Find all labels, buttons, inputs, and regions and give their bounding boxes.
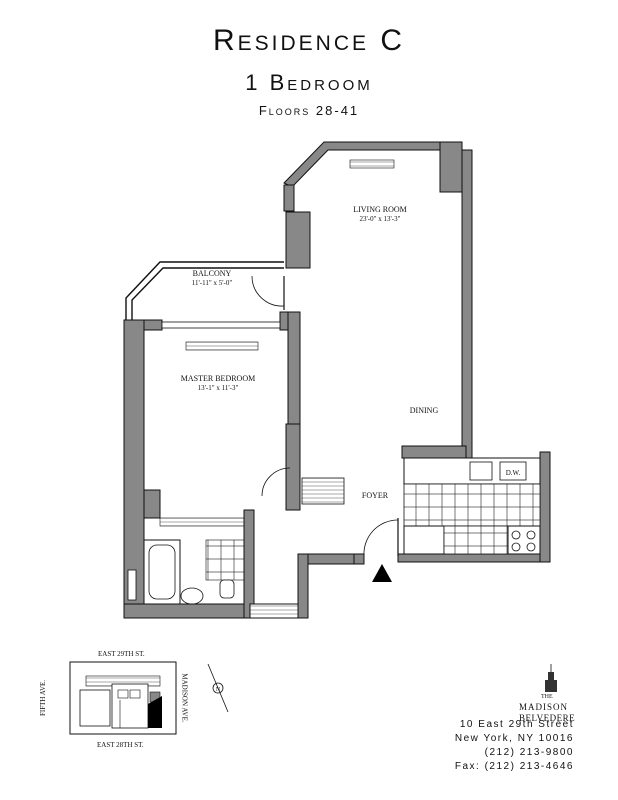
living-room-dims: 23'-0" x 13'-3" [360,215,401,223]
dining-label: Dining [410,406,439,415]
keyplan-east-street: Madison Ave. [180,673,189,723]
balcony-door-swing [251,275,285,307]
svg-text:N: N [216,687,221,693]
balcony-dims: 11'-11" x 5'-0" [192,279,233,287]
entry-arrow-icon [372,564,392,582]
bedroom-door-swing [261,467,291,497]
address-city: New York, NY 10016 [454,733,574,744]
foyer-closet [301,477,345,505]
logo-line2: BELVEDERE [519,713,576,723]
balcony-label: Balcony [193,269,232,278]
logo-line1: MADISON [519,702,569,712]
kitchen [401,445,541,555]
keyplan-south-street: East 28th St. [97,741,144,749]
unit-type: 1 Bedroom [245,70,373,95]
bedroom-radiator [185,341,259,351]
bedroom-window [161,321,281,329]
master-bedroom-walls [123,311,301,619]
building-logo-icon [545,664,557,692]
keyplan-north-street: East 29th St. [98,650,145,658]
living-room-label: Living Room [353,205,407,214]
keyplan-west-street: Fifth Ave. [39,679,48,717]
compass-icon: N [207,663,229,713]
key-plan [69,661,177,735]
floor-range: Floors 28-41 [258,103,360,118]
bottom-walls [123,451,551,619]
foyer-label: Foyer [362,491,389,500]
address-street: 10 East 29th Street [459,719,574,730]
address-phone: (212) 213-9800 [484,747,574,758]
living-room-radiator [349,159,395,169]
living-room-walls [283,141,473,461]
bathroom [127,539,245,605]
address-fax: Fax: (212) 213-4646 [454,761,574,772]
dishwasher-label: D.W. [506,469,521,477]
logo-the: THE [541,694,553,700]
master-bedroom-dims: 13'-1" x 11'-3" [198,384,239,392]
entry-door-swing [363,519,399,557]
master-bedroom-label: Master Bedroom [181,374,255,383]
page-title: Residence C [212,24,406,57]
bedroom-closet [159,517,245,527]
balcony-outline [125,261,284,320]
address-block: 10 East 29th Street New York, NY 10016 (… [455,718,574,774]
